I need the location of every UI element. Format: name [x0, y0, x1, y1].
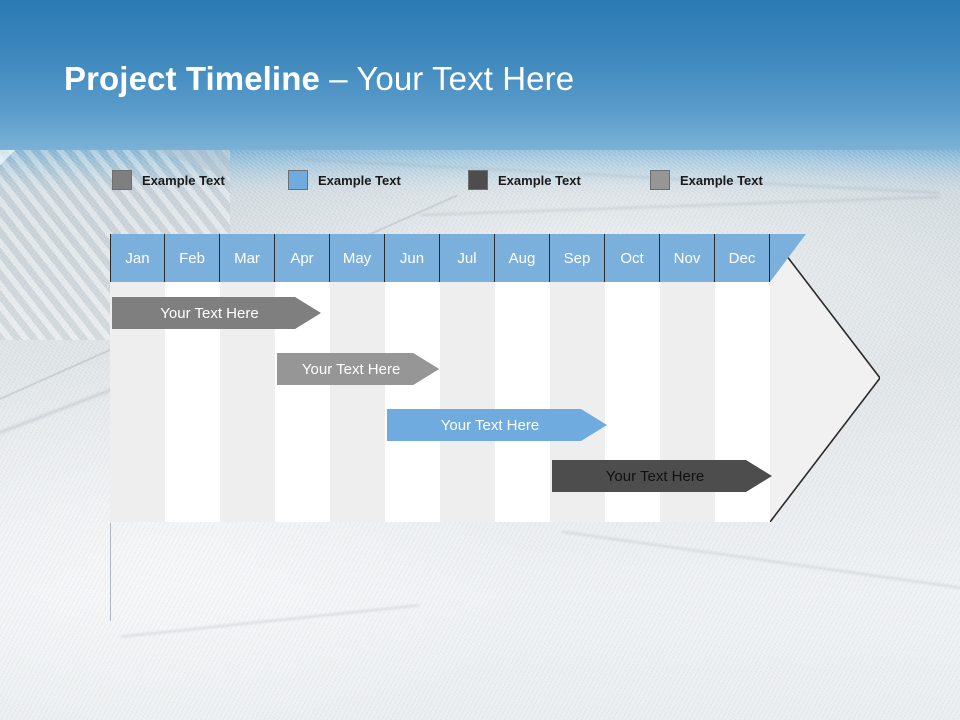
task-bar-label: Your Text Here [440, 416, 540, 434]
task-bar-2[interactable]: Your Text Here [277, 353, 439, 385]
legend-swatch-light-gray [650, 170, 670, 190]
month-header-cell-feb[interactable]: Feb [165, 234, 220, 282]
slide-title: Project Timeline – Your Text Here [64, 60, 574, 98]
month-header-cell-jun[interactable]: Jun [385, 234, 440, 282]
legend-swatch-blue [288, 170, 308, 190]
task-bar-label: Your Text Here [301, 360, 401, 378]
legend-item-label: Example Text [680, 172, 763, 188]
legend-item[interactable]: Example Text [468, 170, 581, 190]
task-bar-label: Your Text Here [605, 467, 705, 485]
legend-swatch-gray [112, 170, 132, 190]
slide-title-strong: Project Timeline [64, 60, 320, 97]
month-header-cell-sep[interactable]: Sep [550, 234, 605, 282]
legend-item[interactable]: Example Text [650, 170, 763, 190]
month-header-cell-dec[interactable]: Dec [715, 234, 770, 282]
task-bar-fill [552, 460, 772, 492]
legend-item[interactable]: Example Text [288, 170, 401, 190]
month-header-cell-may[interactable]: May [330, 234, 385, 282]
timeline-tail-guide [110, 523, 111, 621]
task-bar-label: Your Text Here [160, 304, 259, 322]
month-column-body [110, 282, 770, 522]
month-column-jun [385, 282, 440, 522]
legend-item-label: Example Text [142, 172, 225, 188]
slide-title-light: – Your Text Here [319, 60, 575, 97]
month-header-cell-mar[interactable]: Mar [220, 234, 275, 282]
month-header-cell-nov[interactable]: Nov [660, 234, 715, 282]
task-bar-fill [112, 297, 321, 329]
month-header-cell-oct[interactable]: Oct [605, 234, 660, 282]
task-bar-4[interactable]: Your Text Here [552, 460, 772, 492]
month-header-cell-apr[interactable]: Apr [275, 234, 330, 282]
task-bar-1[interactable]: Your Text Here [112, 297, 321, 329]
month-column-aug [495, 282, 550, 522]
legend-item-label: Example Text [318, 172, 401, 188]
task-bar-fill [387, 409, 607, 441]
task-bar-3[interactable]: Your Text Here [387, 409, 607, 441]
month-header-cell-jul[interactable]: Jul [440, 234, 495, 282]
legend-swatch-dark-gray [468, 170, 488, 190]
month-column-jul [440, 282, 495, 522]
month-header-cell-jan[interactable]: Jan [110, 234, 165, 282]
month-header-cell-aug[interactable]: Aug [495, 234, 550, 282]
task-bar-fill [277, 353, 439, 385]
legend-item-label: Example Text [498, 172, 581, 188]
timeline-arrow-outline [110, 234, 880, 522]
month-column-may [330, 282, 385, 522]
legend-item[interactable]: Example Text [112, 170, 225, 190]
